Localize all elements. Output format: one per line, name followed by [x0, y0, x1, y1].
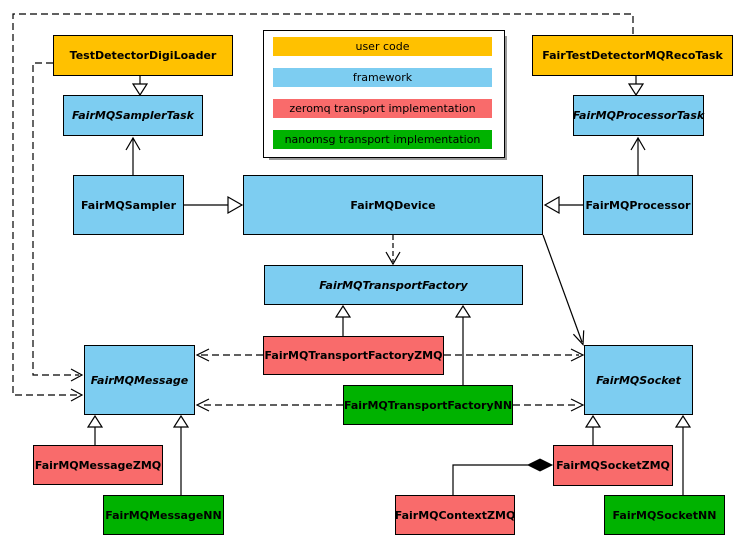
node-fairmqsocket: FairMQSocket [584, 345, 693, 415]
edge-socketnn-to-socket [674, 414, 692, 495]
edge-digiloader-to-samplertask [131, 76, 149, 97]
legend-item-framework: framework [273, 68, 492, 87]
edge-tfzmq-to-transportfactory [334, 304, 352, 336]
node-fairmqcontextzmq: FairMQContextZMQ [395, 495, 515, 535]
edge-processor-to-device [543, 195, 583, 215]
node-fairmqsamplertask: FairMQSamplerTask [63, 95, 203, 136]
edge-contextzmq-to-socketzmq [452, 458, 554, 495]
node-fairtestdetectormqrecotask: FairTestDetectorMQRecoTask [532, 35, 733, 76]
edge-messagenn-to-message [172, 414, 190, 495]
edge-tfzmq-to-socket [444, 348, 585, 362]
edge-device-to-socket [542, 234, 585, 346]
edge-tfzmq-to-message [195, 348, 263, 362]
node-testdetectordigiloader: TestDetectorDigiLoader [53, 35, 233, 76]
legend-item-nanomsg: nanomsg transport implementation [273, 130, 492, 149]
node-fairmqdevice: FairMQDevice [243, 175, 543, 235]
edge-sampler-to-device [184, 195, 244, 215]
node-fairmqprocessortask: FairMQProcessorTask [573, 95, 704, 136]
node-fairmqprocessor: FairMQProcessor [583, 175, 693, 235]
edge-tfnn-to-transportfactory [454, 304, 472, 385]
node-fairmqsampler: FairMQSampler [73, 175, 184, 235]
edge-tfnn-to-message [195, 398, 343, 412]
legend-item-zeromq: zeromq transport implementation [273, 99, 492, 118]
edge-recotask-to-processortask [627, 76, 645, 97]
node-fairmqsocketzmq: FairMQSocketZMQ [553, 445, 673, 486]
node-fairmqtransportfactorynn: FairMQTransportFactoryNN [343, 385, 513, 425]
edge-processor-to-processortask [630, 136, 646, 175]
edge-messagezmq-to-message [86, 414, 104, 445]
node-fairmqmessage: FairMQMessage [84, 345, 195, 415]
edge-device-to-transportfactory [385, 235, 401, 266]
node-fairmqmessagenn: FairMQMessageNN [103, 495, 224, 535]
node-fairmqmessagezmq: FairMQMessageZMQ [33, 445, 163, 485]
legend: user code framework zeromq transport imp… [263, 30, 505, 158]
node-fairmqtransportfactory: FairMQTransportFactory [264, 265, 523, 305]
edge-socketzmq-to-socket [584, 414, 602, 445]
node-fairmqtransportfactoryzmq: FairMQTransportFactoryZMQ [263, 336, 444, 375]
edge-tfnn-to-socket [513, 398, 585, 412]
legend-item-user-code: user code [273, 37, 492, 56]
node-fairmqsocketnn: FairMQSocketNN [604, 495, 725, 535]
edge-sampler-to-samplertask [125, 136, 141, 175]
